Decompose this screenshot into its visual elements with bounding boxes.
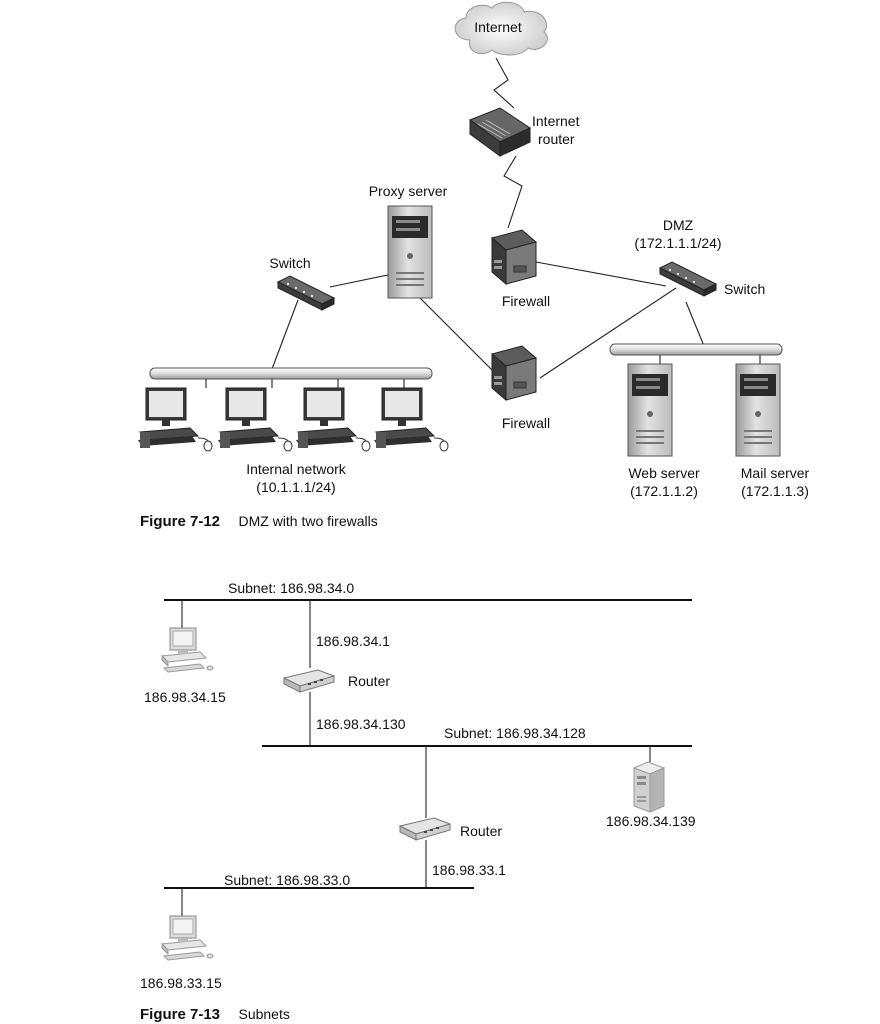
firewall-top-icon — [491, 229, 537, 285]
internal-switch-label: Switch — [269, 255, 310, 271]
workstation-2 — [217, 387, 293, 452]
web-server-label-line1: Web server — [628, 465, 700, 481]
host-top-pc-icon — [161, 627, 214, 673]
wan-link-top — [493, 57, 515, 109]
router1-label: Router — [348, 673, 390, 689]
subnet-bottom-label: Subnet: 186.98.33.0 — [224, 872, 350, 888]
wan-link-bottom — [503, 155, 523, 229]
mail-server-label-line2: (172.1.1.3) — [741, 483, 809, 499]
subnet-middle-label: Subnet: 186.98.34.128 — [444, 725, 586, 741]
server-ip: 186.98.34.139 — [606, 813, 696, 829]
internet-router — [468, 107, 532, 157]
dmz-lan-bus — [609, 343, 783, 364]
figure-7-13-number: Figure 7-13 — [140, 1006, 220, 1023]
firewall-bottom-label: Firewall — [502, 415, 550, 431]
link-internal-switch-lan — [271, 299, 299, 370]
internal-network-label-line1: Internal network — [246, 461, 347, 477]
link-firewall-bottom-dmz-switch — [539, 287, 677, 379]
subnet-top-label: Subnet: 186.98.34.0 — [228, 580, 354, 596]
link-proxy-internal-switch — [329, 274, 389, 288]
mail-server-label-line1: Mail server — [741, 465, 810, 481]
mail-server-icon — [735, 363, 781, 457]
router1-ip-bottom: 186.98.34.130 — [316, 716, 406, 732]
internet-router-label-line2: router — [538, 131, 575, 147]
host-bottom-pc-icon — [161, 915, 214, 961]
link-dmz-switch-dmz-lan — [685, 301, 705, 347]
figure-7-12: Internet Internet router Proxy server Sw… — [137, 1, 810, 530]
figure-7-13: Subnet: 186.98.34.0 186.98.34.15 186.98.… — [140, 580, 696, 1023]
workstation-1 — [137, 387, 213, 452]
dmz-switch-label: Switch — [724, 281, 765, 297]
internet-label: Internet — [474, 19, 522, 35]
internet-router-label-line1: Internet — [532, 113, 580, 129]
internal-switch-icon — [277, 275, 335, 311]
web-server-icon — [627, 363, 673, 457]
internal-network-label-line2: (10.1.1.1/24) — [256, 479, 335, 495]
router1-icon — [283, 669, 335, 693]
router2-label: Router — [460, 823, 502, 839]
workstation-3 — [295, 387, 371, 452]
server-icon — [633, 761, 665, 813]
internal-lan-bus — [149, 367, 433, 388]
host-top-ip: 186.98.34.15 — [144, 689, 226, 705]
figure-7-12-title: DMZ with two firewalls — [238, 513, 377, 529]
proxy-server-icon — [387, 205, 433, 299]
dmz-label-line2: (172.1.1.1/24) — [634, 235, 721, 251]
proxy-server-label: Proxy server — [369, 183, 448, 199]
dmz-label-line1: DMZ — [663, 217, 694, 233]
link-firewall-top-dmz-switch — [535, 261, 667, 287]
router1-ip-top: 186.98.34.1 — [316, 633, 390, 649]
figure-7-12-caption: Figure 7-12 DMZ with two firewalls — [140, 513, 378, 530]
internet-cloud: Internet — [454, 1, 548, 56]
router2-ip: 186.98.33.1 — [432, 862, 506, 878]
web-server-label-line2: (172.1.1.2) — [630, 483, 698, 499]
firewall-top-label: Firewall — [502, 293, 550, 309]
router2-icon — [399, 817, 451, 841]
firewall-bottom-icon — [491, 345, 537, 401]
workstation-4 — [373, 387, 449, 452]
dmz-switch-icon — [659, 261, 717, 297]
host-bottom-ip: 186.98.33.15 — [140, 975, 222, 991]
figure-7-13-caption: Figure 7-13 Subnets — [140, 1006, 290, 1023]
figure-7-13-title: Subnets — [238, 1006, 289, 1022]
figure-7-12-number: Figure 7-12 — [140, 513, 220, 530]
link-proxy-firewall-bottom — [419, 297, 493, 371]
